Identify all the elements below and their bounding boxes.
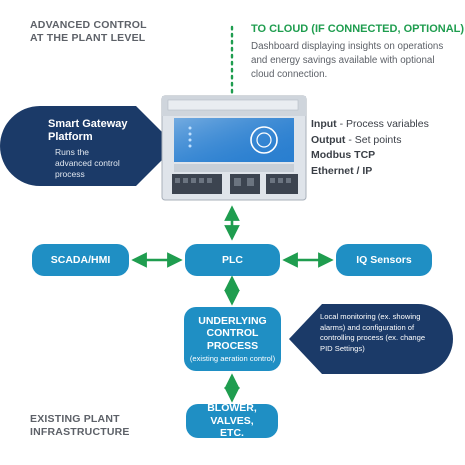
cloud-description: Dashboard displaying insights on operati… [251, 41, 444, 80]
spec-input: Input - Process variables [311, 118, 429, 130]
cloud-dotted-line [230, 25, 234, 103]
monitoring-callout-shape [289, 304, 453, 374]
node-iq-sensors: IQ Sensors [336, 244, 432, 276]
spec-output: Output - Set points [311, 133, 402, 146]
gateway-subtitle: Runs the advanced control process [55, 147, 120, 179]
process-subtitle: (existing aeration control) [189, 354, 276, 364]
gateway-device-image [161, 95, 307, 201]
blower-label: BLOWER, VALVES, ETC. [207, 402, 257, 440]
spec-ethernet: Ethernet / IP [311, 164, 373, 177]
cloud-title: TO CLOUD (IF CONNECTED, OPTIONAL) [251, 23, 465, 35]
node-scada-hmi: SCADA/HMI [32, 244, 129, 276]
node-underlying-process: UNDERLYING CONTROL PROCESS (existing aer… [184, 307, 281, 371]
header-existing-infrastructure: EXISTING PLANT INFRASTRUCTURE [30, 413, 130, 438]
gateway-callout-shape [0, 106, 176, 186]
device-specs: Input - Process variables Output - Set p… [311, 117, 429, 179]
node-plc: PLC [185, 244, 280, 276]
monitoring-note: Local monitoring (ex. showing alarms) an… [320, 312, 426, 353]
node-blower-valves: BLOWER, VALVES, ETC. [186, 402, 278, 440]
header-advanced-control: ADVANCED CONTROL AT THE PLANT LEVEL [30, 19, 147, 44]
spec-modbus: Modbus TCP [311, 149, 376, 161]
gateway-title: Smart Gateway Platform [48, 118, 128, 143]
process-title: UNDERLYING CONTROL PROCESS [198, 314, 267, 352]
